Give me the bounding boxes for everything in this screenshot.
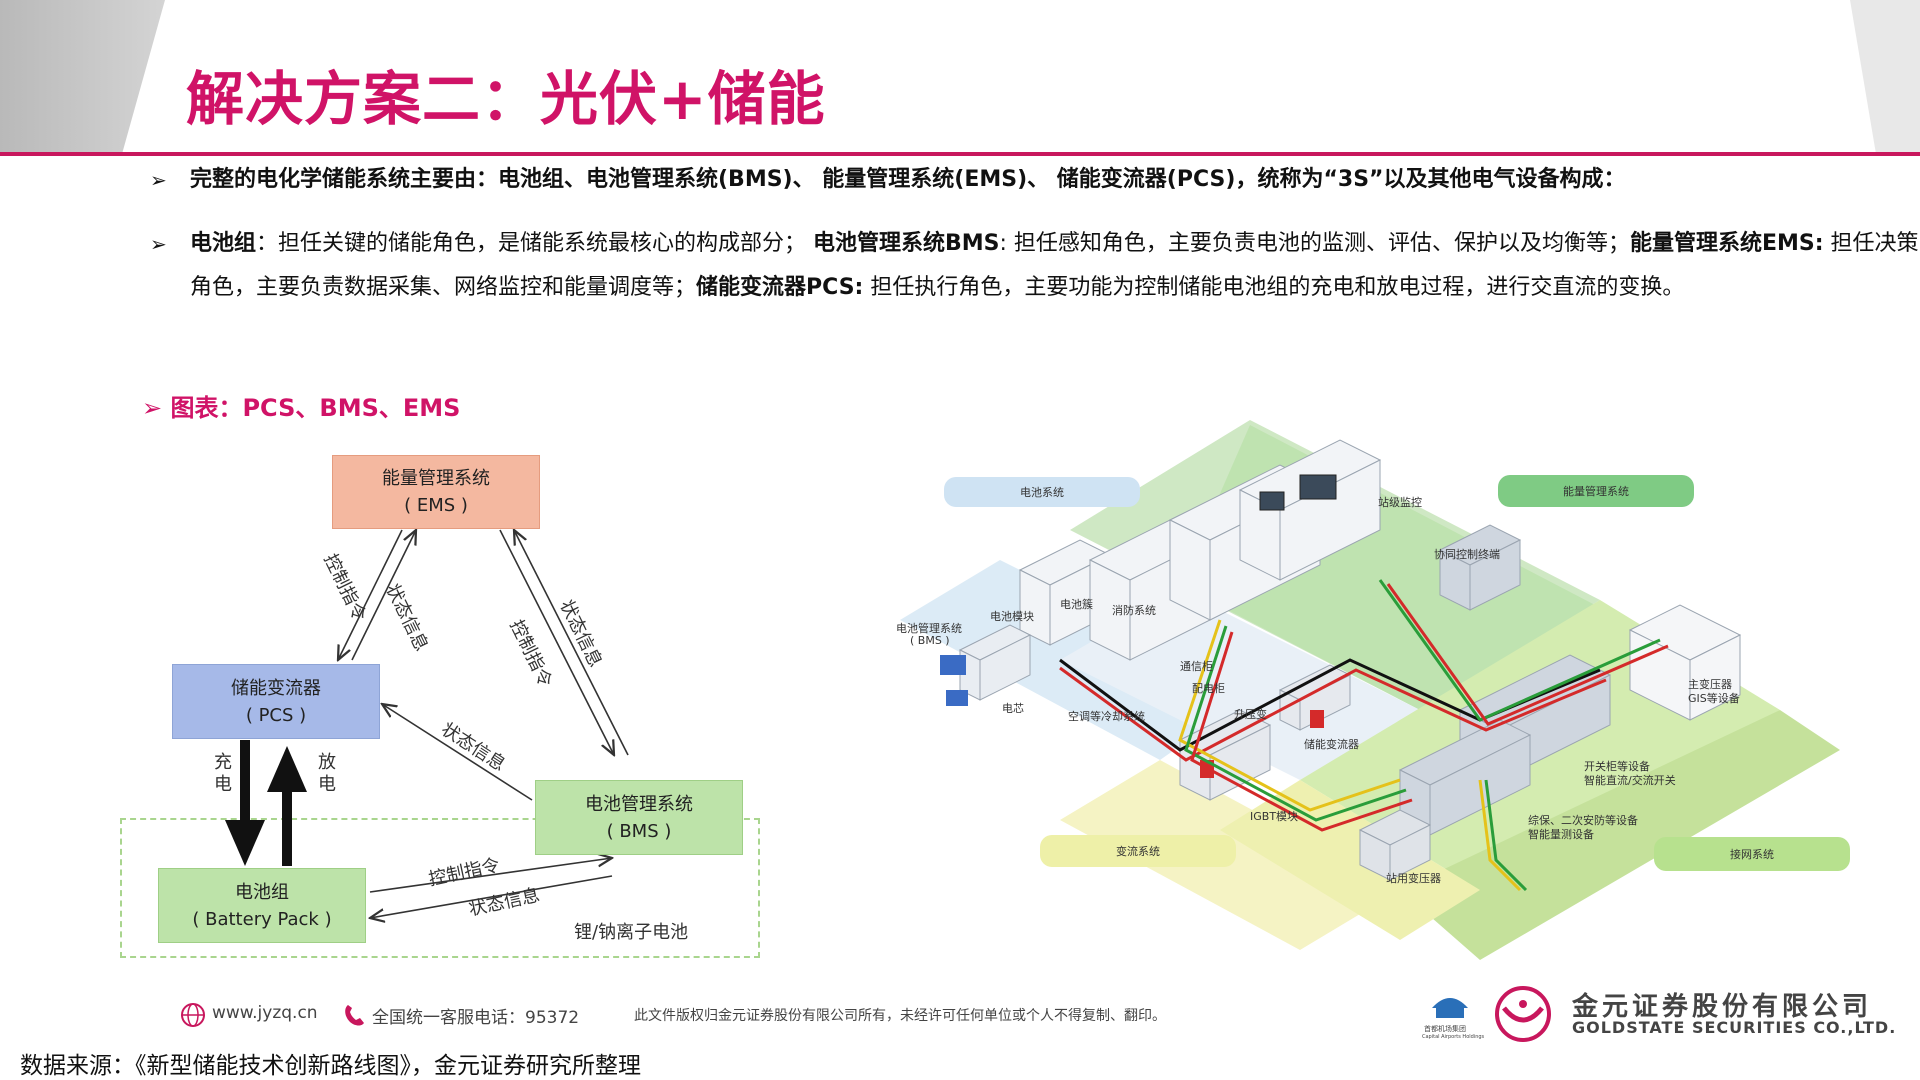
term-pcs: 储能变流器PCS: [696, 275, 864, 300]
label-station-transformer: 站用变压器 [1386, 872, 1441, 885]
figure-caption: ➢ 图表：PCS、BMS、EMS [142, 394, 461, 422]
label-battery-module: 电池模块 [990, 610, 1034, 623]
term-bms: 电池管理系统BMS [813, 231, 1000, 256]
data-source-note: 数据来源：《新型储能技术创新路线图》，金元证券研究所整理 [20, 1053, 641, 1079]
label-cell: 电芯 [1002, 702, 1024, 715]
footer-bar: www.jyzq.cn 全国统一客服电话：95372 此文件版权归金元证券股份有… [0, 986, 1920, 1044]
pcs-abbr: ( PCS ) [245, 704, 307, 726]
label-bms-abbr: ( BMS ) [910, 634, 950, 647]
company-name-en: GOLDSTATE SECURITIES CO.,LTD. [1572, 1018, 1897, 1037]
bms-name: 电池管理系统 [585, 793, 693, 815]
bms-abbr: ( BMS ) [606, 820, 672, 842]
battery-pack-box: 电池组 ( Battery Pack ) [158, 868, 366, 943]
energy-storage-station-illustration [900, 420, 1840, 960]
label-station-monitor: 站级监控 [1378, 496, 1422, 509]
desc-pcs: 担任执行角色，主要功能为控制储能电池组的充电和放电过程，进行交直流的变换。 [863, 275, 1685, 300]
battery-group-boundary [120, 818, 760, 958]
term-ems: 能量管理系统EMS: [1629, 231, 1824, 256]
battery-abbr: ( Battery Pack ) [192, 908, 332, 930]
label-bms: 电池管理系统 [896, 622, 962, 635]
label-pcs: 储能变流器 [1304, 738, 1359, 751]
label-li-na-battery: 锂/钠离子电池 [574, 922, 689, 943]
header-background [0, 0, 1920, 154]
page-title: 解决方案二：光伏+储能 [186, 65, 826, 133]
bullet-text: 完整的电化学储能系统主要由：电池组、电池管理系统(BMS)、 能量管理系统(EM… [190, 167, 1626, 192]
group-name-en: Capital Airports Holdings [1422, 1034, 1485, 1040]
desc-bms: : 担任感知角色，主要负责电池的监测、评估、保护以及均衡等； [999, 231, 1630, 256]
pcs-name: 储能变流器 [231, 677, 321, 699]
label-charge: 充电 [214, 752, 232, 795]
label-hvac: 空调等冷却系统 [1068, 710, 1145, 723]
capital-airports-logo [1432, 998, 1468, 1018]
label-smart-switch: 智能直流/交流开关 [1584, 774, 1676, 787]
ems-name: 能量管理系统 [382, 468, 490, 489]
header-rule [0, 152, 1920, 156]
bullet-marker: ➢ [150, 168, 167, 192]
desc-ems: 担任决策角色，主要负责数据采集、网络监控和能量调度等； [190, 231, 1919, 300]
footer-hotline: 全国统一客服电话：95372 [372, 1008, 580, 1028]
label-main-transformer: 主变压器 [1688, 678, 1732, 691]
label-step-up-transformer: 升压变 [1234, 708, 1267, 721]
bms-box: 电池管理系统 ( BMS ) [535, 780, 743, 855]
goldstate-logo [1495, 986, 1551, 1042]
left-diagram-arrows [225, 0, 629, 1000]
term-battery: 电池组 [190, 231, 257, 256]
label-igbt-module: IGBT模块 [1250, 810, 1299, 823]
label-comm-cabinet: 通信柜 [1180, 660, 1213, 673]
phone-icon [345, 1005, 364, 1026]
zone-converter-system: 变流系统 [1040, 835, 1236, 867]
label-fire-system: 消防系统 [1112, 604, 1156, 617]
pcs-box: 储能变流器 ( PCS ) [172, 664, 380, 739]
bullet-component-roles: ➢ 电池组：担任关键的储能角色，是储能系统最核心的构成部分； 电池管理系统BMS… [150, 222, 1920, 310]
ems-abbr: ( EMS ) [404, 495, 468, 516]
zone-grid-connection: 接网系统 [1654, 837, 1850, 871]
label-discharge: 放电 [318, 752, 336, 795]
group-name: 首都机场集团 [1424, 1025, 1466, 1033]
label-metering-equipment: 智能量测设备 [1528, 828, 1594, 841]
bullet-3s-overview: ➢ 完整的电化学储能系统主要由：电池组、电池管理系统(BMS)、 能量管理系统(… [150, 158, 1920, 202]
label-gis-equipment: GIS等设备 [1688, 692, 1740, 705]
zone-battery-system: 电池系统 [944, 477, 1140, 507]
footer-copyright: 此文件版权归金元证券股份有限公司所有，未经许可任何单位或个人不得复制、翻印。 [634, 1008, 1166, 1024]
bullet-marker: ➢ [150, 232, 167, 256]
ems-box: 能量管理系统 ( EMS ) [332, 455, 540, 529]
footer-website: www.jyzq.cn [212, 1003, 318, 1023]
label-battery-cluster: 电池簇 [1060, 598, 1093, 611]
zone-energy-management: 能量管理系统 [1498, 475, 1694, 507]
label-switchgear: 开关柜等设备 [1584, 760, 1650, 773]
company-name-cn: 金元证券股份有限公司 [1572, 992, 1873, 1022]
battery-name: 电池组 [235, 881, 289, 903]
label-coordinated-control: 协同控制终端 [1434, 548, 1500, 561]
label-protection-equipment: 综保、二次安防等设备 [1528, 814, 1638, 827]
desc-battery: ：担任关键的储能角色，是储能系统最核心的构成部分； [256, 231, 814, 256]
label-distribution-cabinet: 配电柜 [1192, 682, 1225, 695]
globe-icon [181, 1003, 205, 1027]
